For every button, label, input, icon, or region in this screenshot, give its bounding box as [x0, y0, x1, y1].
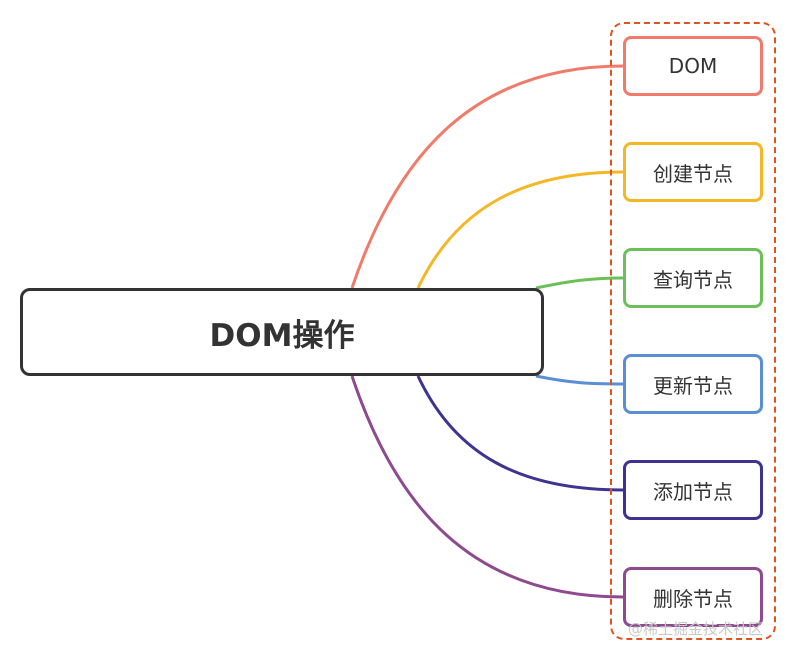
- connector-create-node: [416, 170, 624, 289]
- child-node-label: 查询节点: [653, 267, 733, 292]
- root-node-label: DOM操作: [209, 317, 355, 354]
- child-node-label: 更新节点: [653, 373, 733, 398]
- child-node-label: 添加节点: [653, 479, 733, 504]
- connector-delete-node: [350, 375, 624, 599]
- child-node-update[interactable]: 更新节点: [623, 354, 763, 414]
- child-node-label: 删除节点: [653, 586, 733, 611]
- root-node[interactable]: DOM操作: [20, 288, 544, 376]
- connector-dom: [350, 64, 624, 289]
- connector-update-node: [535, 374, 624, 386]
- watermark: @稀土掘金技术社区: [628, 620, 764, 638]
- child-node-delete[interactable]: 删除节点: [623, 567, 763, 627]
- child-node-create[interactable]: 创建节点: [623, 142, 763, 202]
- children-group-frame: [610, 22, 776, 640]
- child-node-label: 创建节点: [653, 161, 733, 186]
- child-node-dom[interactable]: DOM: [623, 36, 763, 96]
- child-node-add[interactable]: 添加节点: [623, 460, 763, 520]
- connector-query-node: [535, 276, 624, 290]
- child-node-label: DOM: [668, 54, 718, 78]
- child-node-query[interactable]: 查询节点: [623, 248, 763, 308]
- connector-add-node: [416, 375, 624, 492]
